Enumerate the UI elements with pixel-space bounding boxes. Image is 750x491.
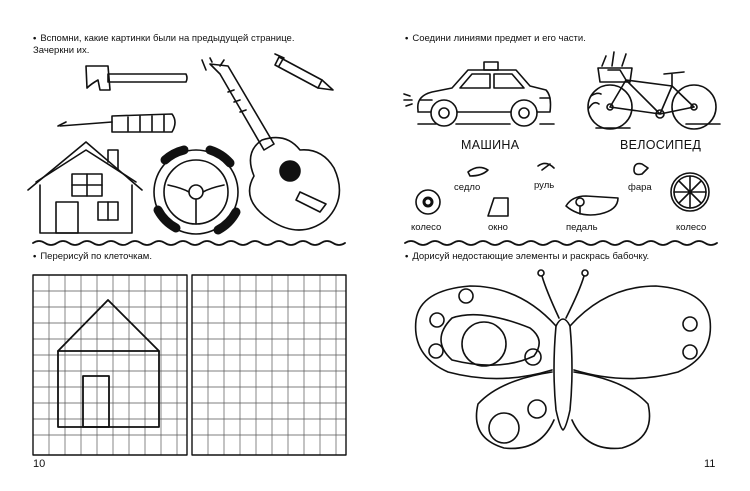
seat-icon[interactable] bbox=[467, 166, 489, 177]
label-car: МАШИНА bbox=[461, 138, 520, 152]
grid-house-drawing bbox=[57, 299, 160, 428]
butterfly-icon[interactable] bbox=[414, 269, 712, 450]
page-number-right: 11 bbox=[704, 458, 716, 470]
handlebar-icon[interactable] bbox=[537, 162, 555, 171]
window-part-icon[interactable] bbox=[487, 197, 509, 217]
task-cross-out: •Вспомни, какие картинки были на предыду… bbox=[33, 33, 295, 56]
guitar-icon[interactable] bbox=[201, 57, 341, 231]
label-pedal: педаль bbox=[566, 222, 598, 233]
label-bicycle: ВЕЛОСИПЕД bbox=[620, 138, 702, 152]
screwdriver-icon[interactable] bbox=[57, 113, 176, 133]
page-number-left: 10 bbox=[33, 458, 46, 470]
bicycle-wheel-part-icon[interactable] bbox=[670, 172, 710, 212]
hammer-icon[interactable] bbox=[85, 65, 188, 91]
car-icon[interactable] bbox=[403, 61, 555, 127]
grid-example bbox=[32, 274, 188, 456]
label-window: окно bbox=[488, 222, 508, 233]
grid-blank[interactable] bbox=[191, 274, 347, 456]
headlight-icon[interactable] bbox=[633, 162, 649, 176]
task-connect-text: Соедини линиями предмет и его части. bbox=[412, 33, 586, 44]
label-wheel-left: колесо bbox=[411, 222, 442, 233]
task-cross-out-line1: Вспомни, какие картинки были на предыдущ… bbox=[40, 33, 295, 44]
task-butterfly-text: Дорисуй недостающие элементы и раскрась … bbox=[412, 251, 650, 262]
task-copy-grid: •Перерисуй по клеточкам. bbox=[33, 251, 152, 262]
bicycle-icon[interactable] bbox=[587, 51, 721, 130]
label-handlebar: руль bbox=[534, 180, 555, 191]
task-cross-out-line2: Зачеркни их. bbox=[33, 45, 90, 56]
task-connect: •Соедини линиями предмет и его части. bbox=[405, 33, 586, 44]
label-wheel-right: колесо bbox=[676, 222, 707, 233]
wheel-part-icon[interactable] bbox=[415, 189, 441, 215]
task-copy-grid-text: Перерисуй по клеточкам. bbox=[40, 251, 152, 262]
pedal-part-icon[interactable] bbox=[565, 195, 619, 216]
label-seat: седло bbox=[454, 182, 481, 193]
label-headlight: фара bbox=[628, 182, 652, 193]
task-butterfly: •Дорисуй недостающие элементы и раскрась… bbox=[405, 251, 650, 262]
wavy-divider-left bbox=[32, 240, 346, 246]
pen-icon[interactable] bbox=[274, 53, 334, 91]
steering-wheel-icon[interactable] bbox=[153, 145, 241, 235]
house-icon[interactable] bbox=[27, 141, 143, 234]
wavy-divider-right bbox=[404, 240, 718, 246]
